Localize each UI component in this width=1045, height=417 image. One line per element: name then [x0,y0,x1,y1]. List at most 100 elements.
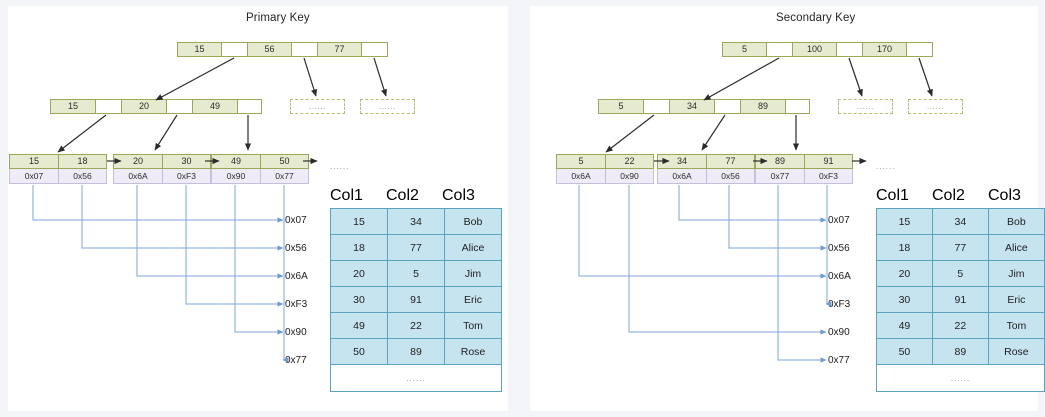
table-cell: 34 [931,208,989,235]
table-cell: Jim [987,260,1045,287]
table-cell: 22 [387,312,445,339]
secondary-placeholder-node: ...... [908,99,963,114]
table-footer-row: ...... [876,364,1045,392]
table-cell: 20 [330,260,388,287]
table-cell: 18 [330,234,388,261]
table-cell: 20 [876,260,933,287]
internal-key-cell: 5 [599,100,644,113]
root-pointer-cell [837,43,863,56]
leaf-address-cell: 0x6A [556,169,605,184]
table-cell: 22 [931,312,989,339]
table-cell: 18 [876,234,933,261]
secondary-address-label: 0x6A [828,271,851,282]
internal-pointer-cell [715,100,741,113]
leaf-key-cell: 91 [804,154,853,169]
secondary-address-label: 0x77 [828,355,850,366]
internal-key-cell: 49 [193,100,238,113]
leaf-address-cell: 0x90 [605,169,654,184]
table-cell: 30 [876,286,933,313]
internal-pointer-cell [644,100,670,113]
root-key-cell: 5 [723,43,767,56]
table-cell: Rose [444,338,502,365]
primary-col-header: Col3 [442,187,475,204]
table-cell: Rose [987,338,1045,365]
leaf-address-cell: 0x07 [9,169,58,184]
root-key-cell: 56 [248,43,292,56]
primary-leaf-node: 15 18 0x07 0x56 [9,154,107,184]
title-secondary-key: Secondary Key [776,12,856,24]
internal-key-cell: 89 [741,100,786,113]
table-cell: 49 [876,312,933,339]
leaf-key-row: 5 22 [556,154,654,169]
leaf-key-cell: 89 [755,154,804,169]
table-row: 20 5 Jim [876,260,1045,287]
root-pointer-cell [292,43,318,56]
table-cell: 5 [931,260,989,287]
internal-pointer-cell [96,100,122,113]
root-pointer-cell [222,43,248,56]
leaf-address-cell: 0x77 [260,169,309,184]
primary-col-header: Col2 [386,187,419,204]
table-cell: Tom [444,312,502,339]
primary-address-label: 0x6A [285,271,308,282]
primary-leaf-continuation: ...... [330,162,350,171]
secondary-root-node: 5 100 170 [722,42,933,57]
leaf-key-cell: 22 [605,154,654,169]
table-row: 18 77 Alice [330,234,502,261]
root-key-cell: 100 [793,43,837,56]
primary-col-header: Col1 [330,187,363,204]
root-key-cell: 170 [863,43,907,56]
primary-placeholder-node: ...... [360,99,415,114]
table-cell: Eric [987,286,1045,313]
leaf-key-row: 89 91 [755,154,853,169]
table-footer-cell: ...... [330,364,502,392]
internal-key-cell: 15 [51,100,96,113]
primary-leaf-node: 20 30 0x6A 0xF3 [113,154,211,184]
table-cell: 91 [387,286,445,313]
leaf-key-row: 49 50 [211,154,309,169]
primary-address-label: 0x56 [285,243,307,254]
primary-address-label: 0x77 [285,355,307,366]
internal-pointer-cell [167,100,193,113]
title-primary-key: Primary Key [246,12,310,24]
leaf-address-row: 0x6A 0x56 [657,169,755,184]
table-footer-cell: ...... [876,364,1045,392]
internal-key-cell: 34 [670,100,715,113]
table-footer-row: ...... [330,364,502,392]
secondary-internal-node: 5 34 89 [598,99,810,114]
table-row: 20 5 Jim [330,260,502,287]
leaf-key-cell: 34 [657,154,706,169]
leaf-key-cell: 49 [211,154,260,169]
internal-key-cell: 20 [122,100,167,113]
primary-address-label: 0x07 [285,215,307,226]
leaf-address-cell: 0xF3 [162,169,211,184]
table-cell: Bob [987,208,1045,235]
table-cell: 49 [330,312,388,339]
leaf-key-row: 15 18 [9,154,107,169]
root-pointer-cell [767,43,793,56]
root-key-cell: 15 [178,43,222,56]
table-cell: 77 [387,234,445,261]
internal-pointer-cell [238,100,261,113]
table-cell: 15 [330,208,388,235]
leaf-key-row: 20 30 [113,154,211,169]
secondary-data-table: 15 34 Bob 18 77 Alice 20 5 Jim 30 91 Eri… [876,208,1045,392]
table-cell: 89 [931,338,989,365]
leaf-address-row: 0x6A 0x90 [556,169,654,184]
secondary-col-header: Col2 [932,187,965,204]
table-cell: 91 [931,286,989,313]
secondary-placeholder-node: ...... [838,99,893,114]
secondary-address-label: 0x90 [828,327,850,338]
leaf-key-cell: 15 [9,154,58,169]
leaf-address-row: 0x6A 0xF3 [113,169,211,184]
secondary-leaf-node: 5 22 0x6A 0x90 [556,154,654,184]
primary-internal-node: 15 20 49 [50,99,262,114]
leaf-key-cell: 30 [162,154,211,169]
primary-leaf-node: 49 50 0x90 0x77 [211,154,309,184]
internal-pointer-cell [786,100,809,113]
table-cell: 77 [931,234,989,261]
table-cell: Eric [444,286,502,313]
root-key-cell: 77 [318,43,362,56]
table-row: 30 91 Eric [876,286,1045,313]
